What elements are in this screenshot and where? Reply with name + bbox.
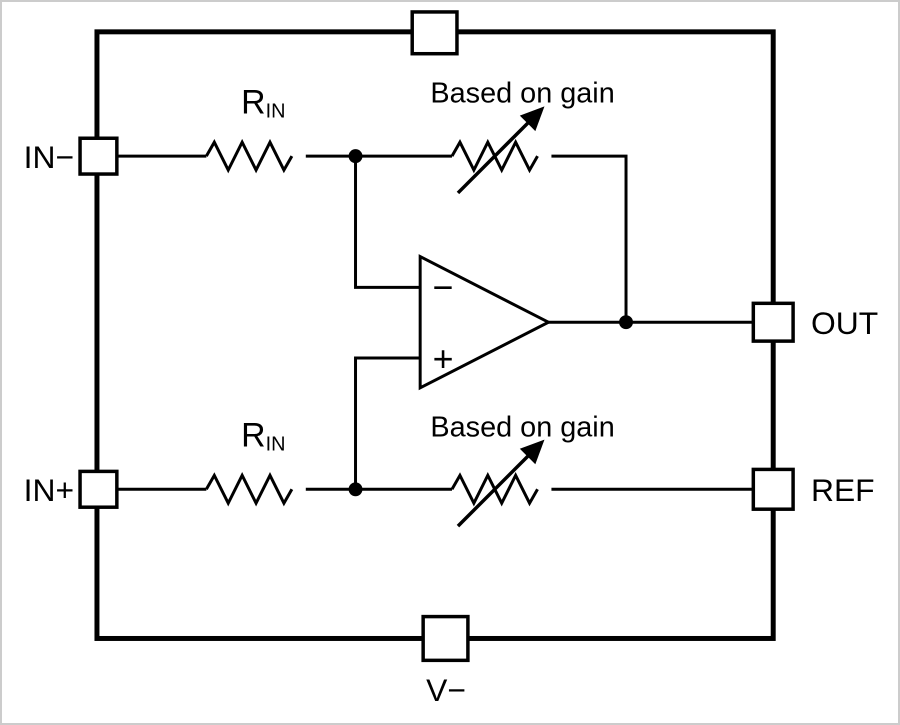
pin-out bbox=[751, 301, 795, 343]
label-gain-top: Based on gain bbox=[430, 77, 614, 109]
wire-junction-to-inverting-input bbox=[354, 156, 421, 289]
opamp-triangle bbox=[418, 254, 552, 391]
wire-feedback-to-output-node bbox=[551, 154, 628, 323]
resistor-rin-top bbox=[205, 138, 294, 174]
wire-junction-to-noninverting-input bbox=[354, 356, 421, 490]
label-ref: REF bbox=[811, 472, 875, 508]
junction-dot-inverting bbox=[348, 149, 363, 164]
label-v-minus: V− bbox=[426, 672, 466, 708]
label-in-plus: IN+ bbox=[24, 472, 74, 508]
pin-in-plus bbox=[78, 469, 119, 509]
var-resistor-arrowhead-top bbox=[519, 106, 545, 132]
opamp-inverting-sign: − bbox=[433, 267, 454, 307]
label-gain-bottom: Based on gain bbox=[430, 412, 614, 444]
resistor-rin-bottom bbox=[205, 472, 294, 507]
label-out: OUT bbox=[811, 305, 878, 341]
label-rin-top: RIN bbox=[241, 83, 285, 122]
pin-vminus bbox=[421, 614, 470, 663]
pin-in-minus bbox=[78, 136, 119, 176]
var-resistor-arrowhead-bottom bbox=[519, 439, 545, 465]
junction-dot-noninverting bbox=[348, 482, 363, 497]
var-resistor-arrow-top bbox=[456, 118, 533, 195]
junction-dot-output bbox=[619, 315, 633, 330]
var-resistor-arrow-bottom bbox=[456, 451, 533, 528]
label-rin-bottom: RIN bbox=[241, 417, 285, 456]
pin-ref bbox=[751, 467, 795, 511]
label-in-minus: IN− bbox=[24, 139, 74, 175]
opamp-noninverting-sign: + bbox=[433, 339, 454, 379]
pin-top-supply bbox=[410, 10, 459, 56]
